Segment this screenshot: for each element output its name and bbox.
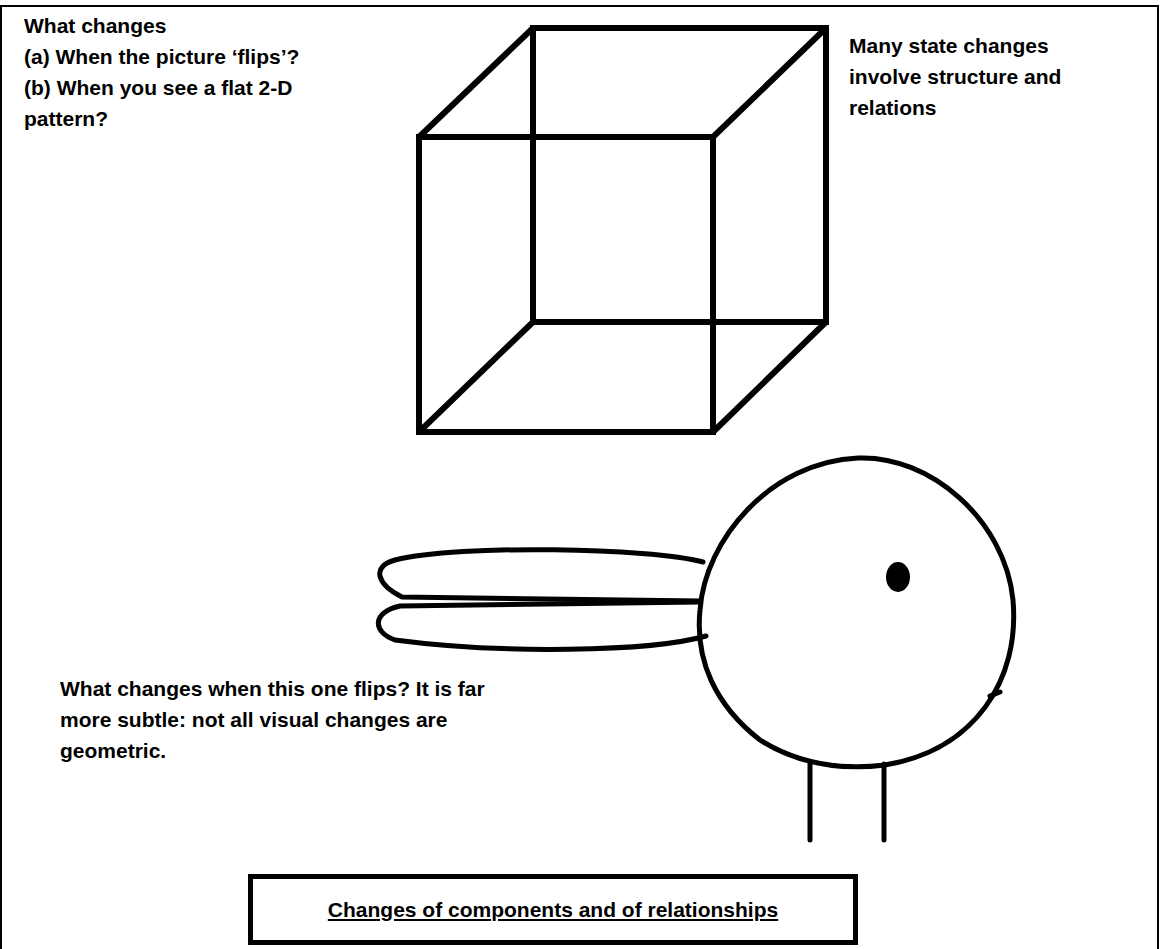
box-text: Changes of components and of relationshi… xyxy=(328,898,778,922)
note-text: What changes when this one flips? It is … xyxy=(60,673,485,766)
caption-box: Changes of components and of relationshi… xyxy=(248,874,858,945)
necker-cube xyxy=(419,28,826,432)
duck-rabbit xyxy=(378,458,1013,840)
note-text: What changes xyxy=(24,10,166,41)
eye-dot xyxy=(886,562,910,592)
note-text: Many state changes involve structure and… xyxy=(849,30,1119,123)
note-text: (a) When the picture ‘flips’? xyxy=(24,41,299,72)
note-text: (b) When you see a flat 2-D pattern? xyxy=(24,72,324,134)
page-border xyxy=(1,6,1158,949)
